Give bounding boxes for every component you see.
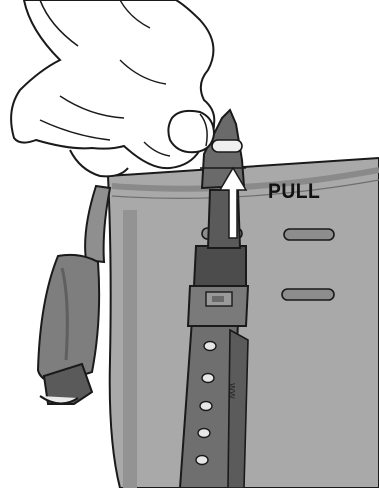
- hand-icon: [11, 0, 214, 176]
- svg-text:WW: WW: [227, 383, 236, 399]
- side-flap: [38, 186, 110, 404]
- strap-hole: [202, 374, 214, 383]
- strap-hole: [196, 456, 208, 465]
- strap-hole: [204, 342, 216, 351]
- strap: WW: [180, 110, 248, 488]
- strap-hole: [200, 402, 212, 411]
- pull-label: PULL: [268, 180, 320, 204]
- strap-hole: [198, 429, 210, 438]
